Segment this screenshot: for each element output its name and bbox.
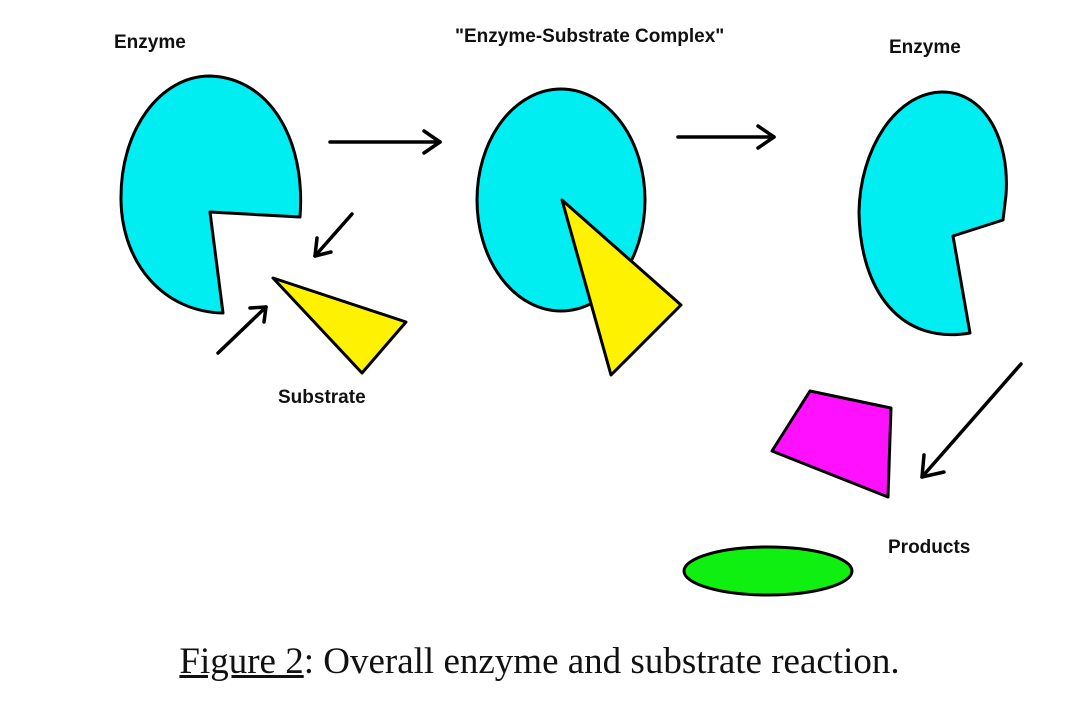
product-ellipse bbox=[682, 545, 854, 597]
label-enzyme-left: Enzyme bbox=[114, 32, 186, 53]
enzyme-shape-right bbox=[857, 90, 1008, 337]
arrow-to-products bbox=[676, 124, 776, 150]
figure-number: Figure 2 bbox=[179, 641, 304, 682]
arrow-into-active-site-upper bbox=[313, 212, 354, 258]
caption-text: Overall enzyme and substrate reaction. bbox=[314, 641, 900, 682]
arrow-to-complex bbox=[328, 129, 442, 155]
figure-caption: Figure 2: Overall enzyme and substrate r… bbox=[0, 640, 1079, 683]
enzyme-shape-left bbox=[119, 74, 303, 315]
bound-substrate-triangle bbox=[560, 198, 683, 377]
label-enzyme-right: Enzyme bbox=[889, 37, 961, 58]
arrow-release-products bbox=[920, 362, 1023, 479]
caption-separator: : bbox=[303, 641, 315, 682]
product-quadrilateral bbox=[770, 389, 893, 499]
label-products: Products bbox=[888, 537, 971, 558]
label-enzyme-substrate-complex: "Enzyme-Substrate Complex" bbox=[455, 26, 725, 47]
arrow-into-active-site-lower bbox=[216, 305, 268, 355]
substrate-triangle bbox=[271, 276, 408, 375]
label-substrate: Substrate bbox=[278, 387, 366, 408]
